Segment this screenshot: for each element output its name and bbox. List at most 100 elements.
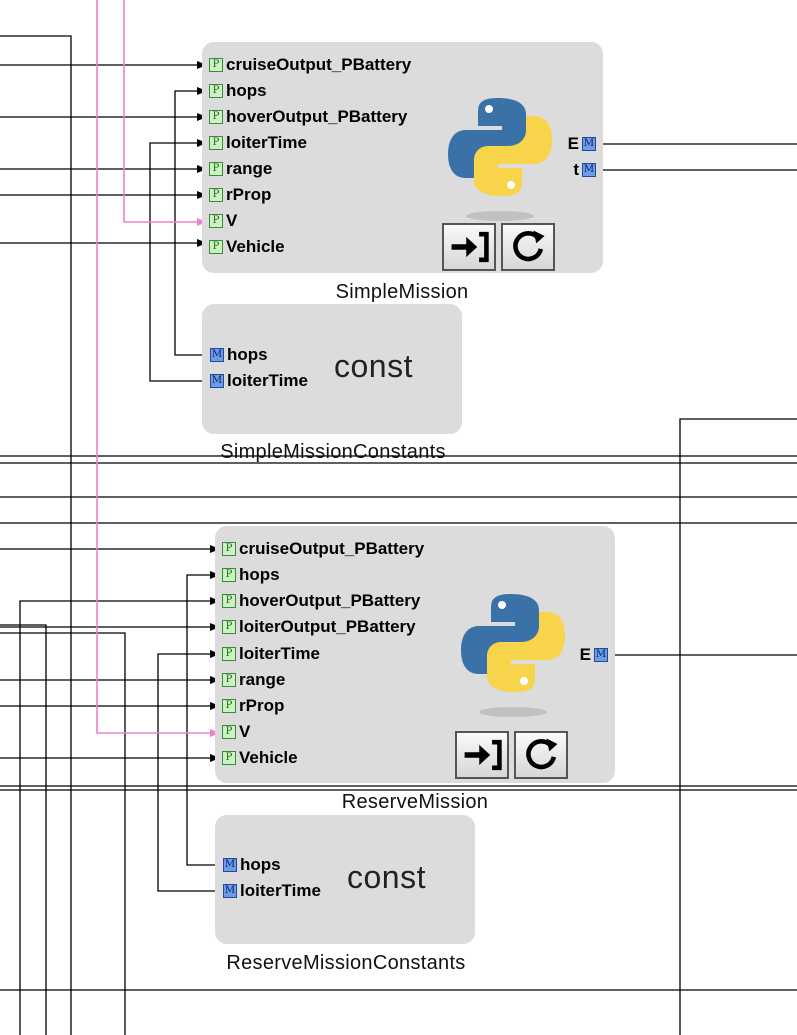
wire	[679, 418, 797, 1035]
measure-badge: M	[223, 884, 237, 898]
highlight-wire	[123, 0, 207, 226]
param-badge: P	[209, 214, 223, 228]
port-label: range	[239, 670, 286, 689]
param-badge: P	[222, 725, 236, 739]
wire	[19, 597, 220, 1035]
wire	[174, 87, 208, 356]
measure-badge: M	[594, 648, 608, 662]
python-logo-icon	[448, 98, 552, 221]
refresh-button[interactable]	[501, 223, 555, 271]
port-label: hoverOutput_PBattery	[239, 591, 421, 610]
wire	[186, 571, 221, 866]
measure-badge: M	[223, 858, 237, 872]
step-in-icon	[464, 739, 502, 771]
const-symbol: const	[347, 859, 426, 895]
wire	[0, 35, 72, 1035]
param-badge: P	[222, 673, 236, 687]
python-logo-icon	[461, 594, 565, 717]
port-label: t	[573, 160, 579, 179]
port-label: rProp	[226, 185, 272, 204]
port-label: V	[239, 722, 251, 741]
wire	[0, 624, 47, 1035]
port-label: hops	[227, 345, 268, 364]
param-badge: P	[209, 240, 223, 254]
measure-badge: M	[210, 348, 224, 362]
port-label: E	[567, 134, 579, 153]
wire	[0, 632, 126, 1035]
const-symbol: const	[334, 348, 413, 384]
port-label: V	[226, 211, 238, 230]
port-label: cruiseOutput_PBattery	[239, 539, 425, 558]
measure-badge: M	[210, 374, 224, 388]
param-badge: P	[222, 568, 236, 582]
step-in-button[interactable]	[442, 223, 496, 271]
param-badge: P	[222, 699, 236, 713]
port-label: hops	[240, 855, 281, 874]
param-badge: P	[222, 620, 236, 634]
block-title: SimpleMission	[335, 281, 469, 303]
block-title: ReserveMission	[341, 791, 489, 813]
measure-badge: M	[582, 137, 596, 151]
param-badge: P	[209, 162, 223, 176]
refresh-icon	[513, 230, 545, 262]
port-label: hops	[239, 565, 280, 584]
port-label: loiterTime	[226, 133, 307, 152]
param-badge: P	[222, 647, 236, 661]
port-label: cruiseOutput_PBattery	[226, 55, 412, 74]
param-badge: P	[209, 136, 223, 150]
block-title: SimpleMissionConstants	[220, 441, 446, 463]
port-label: loiterOutput_PBattery	[239, 617, 416, 636]
measure-badge: M	[582, 163, 596, 177]
port-label: E	[579, 645, 591, 664]
port-label: Vehicle	[226, 237, 285, 256]
refresh-button[interactable]	[514, 731, 568, 779]
port-label: hoverOutput_PBattery	[226, 107, 408, 126]
param-badge: P	[222, 594, 236, 608]
param-badge: P	[209, 58, 223, 72]
param-badge: P	[222, 542, 236, 556]
step-in-icon	[451, 231, 489, 263]
port-label: hops	[226, 81, 267, 100]
wire	[157, 650, 221, 892]
wire	[149, 139, 208, 382]
port-label: rProp	[239, 696, 285, 715]
param-badge: P	[209, 110, 223, 124]
param-badge: P	[209, 84, 223, 98]
refresh-icon	[526, 738, 558, 770]
block-title: ReserveMissionConstants	[226, 952, 466, 974]
port-label: loiterTime	[240, 881, 321, 900]
port-label: loiterTime	[227, 371, 308, 390]
step-in-button[interactable]	[455, 731, 509, 779]
port-label: range	[226, 159, 273, 178]
param-badge: P	[209, 188, 223, 202]
